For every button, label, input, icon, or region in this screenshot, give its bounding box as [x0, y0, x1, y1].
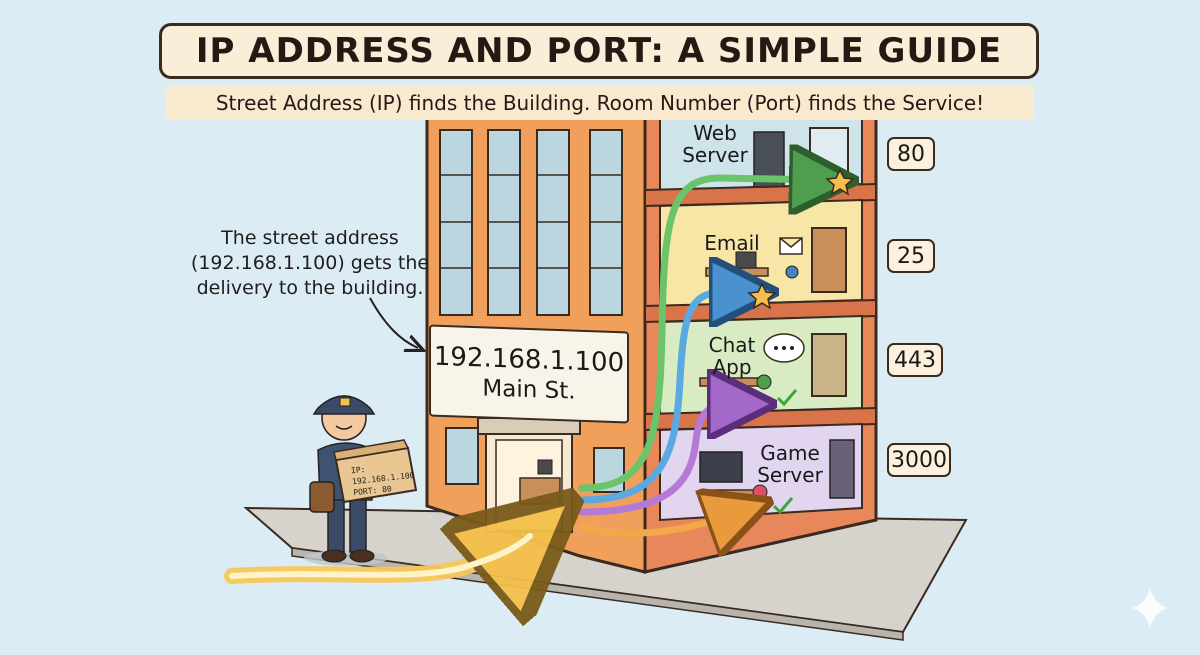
room-label-web-server: Web Server: [680, 122, 750, 166]
room-label-email: Email: [700, 232, 764, 254]
subtitle-banner: Street Address (IP) finds the Building. …: [166, 86, 1034, 120]
package-label: IP: 192.168.1.100 PORT: 80: [350, 459, 417, 499]
annotation-text: The street address (192.168.1.100) gets …: [190, 226, 430, 301]
port-badge-80: 80: [887, 137, 935, 171]
entrance-door: [478, 418, 580, 532]
room-label-game-server: Game Server: [752, 442, 828, 486]
building-address-sign: 192.168.1.100 Main St.: [429, 325, 629, 424]
port-badge-25: 25: [887, 239, 935, 273]
sign-street: Main St.: [482, 375, 575, 404]
annotation-line-3: delivery to the building.: [190, 276, 430, 301]
port-badge-443: 443: [887, 343, 943, 377]
annotation-line-1: The street address: [190, 226, 430, 251]
room-label-chat-app: Chat App: [700, 334, 764, 378]
sparkle-icon: [1132, 588, 1168, 628]
annotation-line-2: (192.168.1.100) gets the: [190, 251, 430, 276]
page-subtitle: Street Address (IP) finds the Building. …: [216, 91, 984, 115]
sign-ip: 192.168.1.100: [434, 342, 624, 379]
port-badge-3000: 3000: [887, 443, 951, 477]
page-title: IP ADDRESS AND PORT: A SIMPLE GUIDE: [196, 31, 1002, 71]
title-banner: IP ADDRESS AND PORT: A SIMPLE GUIDE: [159, 23, 1039, 79]
annotation-arrow: [370, 298, 418, 348]
